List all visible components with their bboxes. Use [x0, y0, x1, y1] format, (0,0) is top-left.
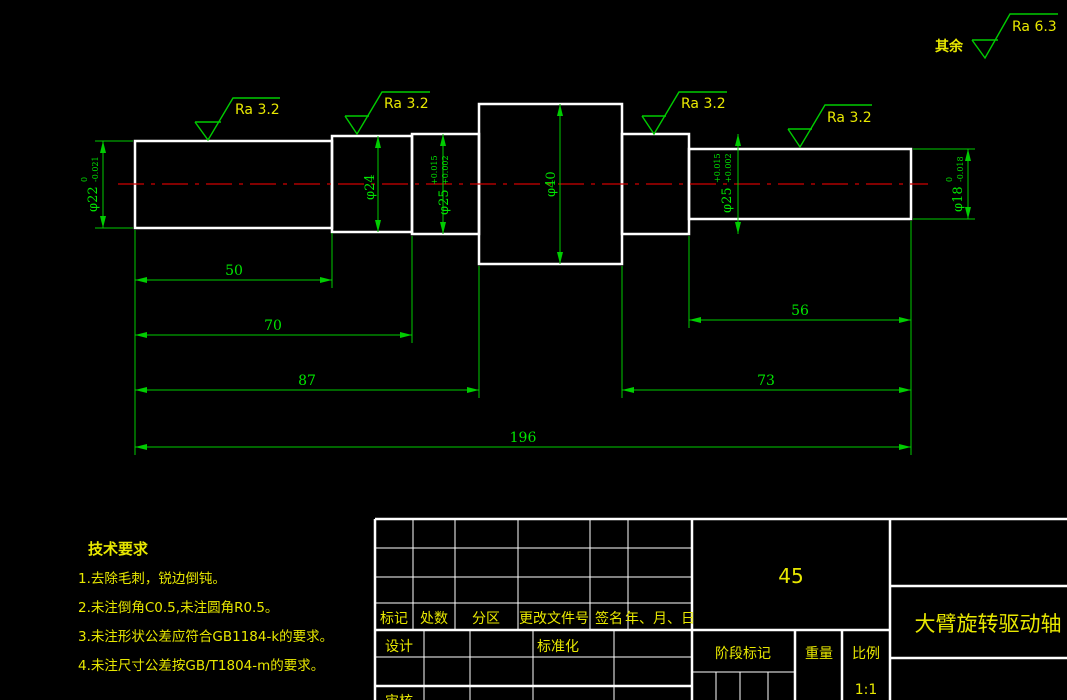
tech-req-item: 1.去除毛刺，锐边倒钝。 — [78, 571, 226, 587]
dim-d18: φ18 — [951, 186, 966, 212]
dimension-arrows — [100, 104, 971, 450]
dim-196: 196 — [510, 430, 537, 446]
label-design: 设计 — [385, 639, 413, 655]
dim-d18-upper: 0 — [945, 177, 954, 182]
label-scale: 比例 — [852, 646, 880, 662]
label-stage-mark: 阶段标记 — [715, 646, 771, 662]
label-weight: 重量 — [805, 646, 833, 662]
header-mark: 标记 — [380, 611, 408, 627]
roughness-symbols — [194, 13, 1058, 149]
dim-87: 87 — [298, 373, 316, 389]
dimension-geometry — [95, 104, 975, 455]
dim-d22-upper: 0 — [80, 177, 89, 182]
dim-d25a-upper: +0.015 — [430, 155, 439, 185]
header-zone: 分区 — [472, 611, 500, 627]
roughness-symbol-general — [971, 13, 1058, 60]
roughness-general-prefix: 其余 — [935, 38, 964, 55]
tech-requirements: 技术要求 1.去除毛刺，锐边倒钝。 2.未注倒角C0.5,未注圆角R0.5。 3… — [78, 540, 333, 674]
diameter-dimensions: φ22 0 -0.021 φ24 φ25 +0.015 +0.002 φ40 φ… — [80, 153, 966, 215]
dim-d25a-lower: +0.002 — [441, 155, 450, 185]
dim-70: 70 — [264, 318, 282, 334]
header-count: 处数 — [420, 611, 448, 627]
title-block: 45 大臂旋转驱动轴 标记 处数 分区 更改文件号 签名 年、月、日 设计 标准… — [373, 517, 1067, 700]
dim-d24: φ24 — [363, 174, 378, 200]
header-change-doc: 更改文件号 — [519, 611, 589, 627]
dim-d25b: φ25 — [720, 187, 735, 213]
dim-50: 50 — [225, 263, 243, 279]
dim-d40: φ40 — [544, 171, 559, 197]
label-review: 审核 — [385, 694, 413, 700]
dim-d22-lower: -0.021 — [91, 156, 100, 182]
roughness-labels: 其余 Ra 6.3 Ra 3.2 Ra 3.2 Ra 3.2 Ra 3.2 — [235, 19, 1057, 126]
dim-56: 56 — [791, 303, 809, 319]
tech-req-item: 3.未注形状公差应符合GB1184-k的要求。 — [78, 628, 333, 645]
tech-req-item: 2.未注倒角C0.5,未注圆角R0.5。 — [78, 600, 278, 616]
length-dimensions: 50 70 87 196 56 73 — [225, 263, 809, 446]
label-standardization: 标准化 — [537, 639, 579, 655]
dim-d25a: φ25 — [437, 189, 452, 215]
header-date: 年、月、日 — [625, 611, 695, 627]
dim-d25b-lower: +0.002 — [724, 153, 733, 183]
tech-req-item: 4.未注尺寸公差按GB/T1804-m的要求。 — [78, 658, 324, 674]
scale-value: 1:1 — [855, 682, 878, 698]
roughness-label-1: Ra 3.2 — [235, 102, 280, 118]
dim-73: 73 — [757, 373, 775, 389]
roughness-symbol-3 — [641, 91, 727, 136]
roughness-label-4: Ra 3.2 — [827, 110, 872, 126]
dim-d18-lower: -0.018 — [956, 156, 965, 182]
tech-req-title: 技术要求 — [88, 540, 149, 558]
dim-d25b-upper: +0.015 — [713, 153, 722, 183]
roughness-label-3: Ra 3.2 — [681, 96, 726, 112]
header-signature: 签名 — [595, 610, 623, 627]
roughness-symbol-2 — [344, 91, 430, 136]
part-name: 大臂旋转驱动轴 — [915, 612, 1062, 636]
material-value: 45 — [778, 564, 803, 588]
roughness-symbol-1 — [194, 97, 280, 142]
roughness-symbol-4 — [787, 104, 872, 149]
roughness-general-value: Ra 6.3 — [1012, 19, 1057, 35]
dim-d22: φ22 — [86, 186, 101, 212]
roughness-label-2: Ra 3.2 — [384, 96, 429, 112]
